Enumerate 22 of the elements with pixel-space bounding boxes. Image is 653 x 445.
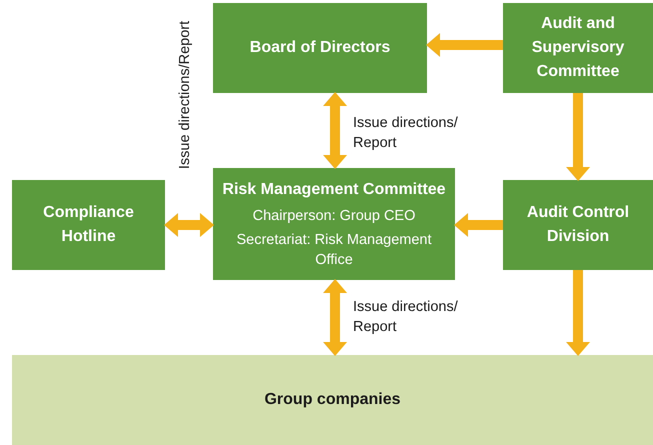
block-arrow xyxy=(323,279,347,356)
box-title: Risk Management Committee xyxy=(222,180,446,200)
process-box xyxy=(213,3,427,93)
block-arrow xyxy=(566,93,590,181)
block-arrow xyxy=(426,33,503,57)
group-band xyxy=(12,355,653,445)
process-box xyxy=(213,168,455,280)
edge-label: Issue directions/Report xyxy=(176,20,194,170)
box-text: Secretariat: Risk Management Office xyxy=(235,231,433,270)
block-arrow xyxy=(566,270,590,356)
box-title: Board of Directors xyxy=(250,38,390,58)
process-box xyxy=(503,3,653,93)
block-arrow xyxy=(323,92,347,169)
process-box xyxy=(12,180,165,270)
process-box xyxy=(503,180,653,270)
box-text: Chairperson: Group CEO xyxy=(252,207,416,226)
box-title: Group companies xyxy=(264,390,401,410)
box-title: Compliance Hotline xyxy=(42,203,135,247)
block-arrow xyxy=(164,213,214,237)
box-title: Audit and Supervisory Committee xyxy=(530,14,626,82)
block-arrow xyxy=(454,213,503,237)
box-title: Audit Control Division xyxy=(526,203,630,247)
